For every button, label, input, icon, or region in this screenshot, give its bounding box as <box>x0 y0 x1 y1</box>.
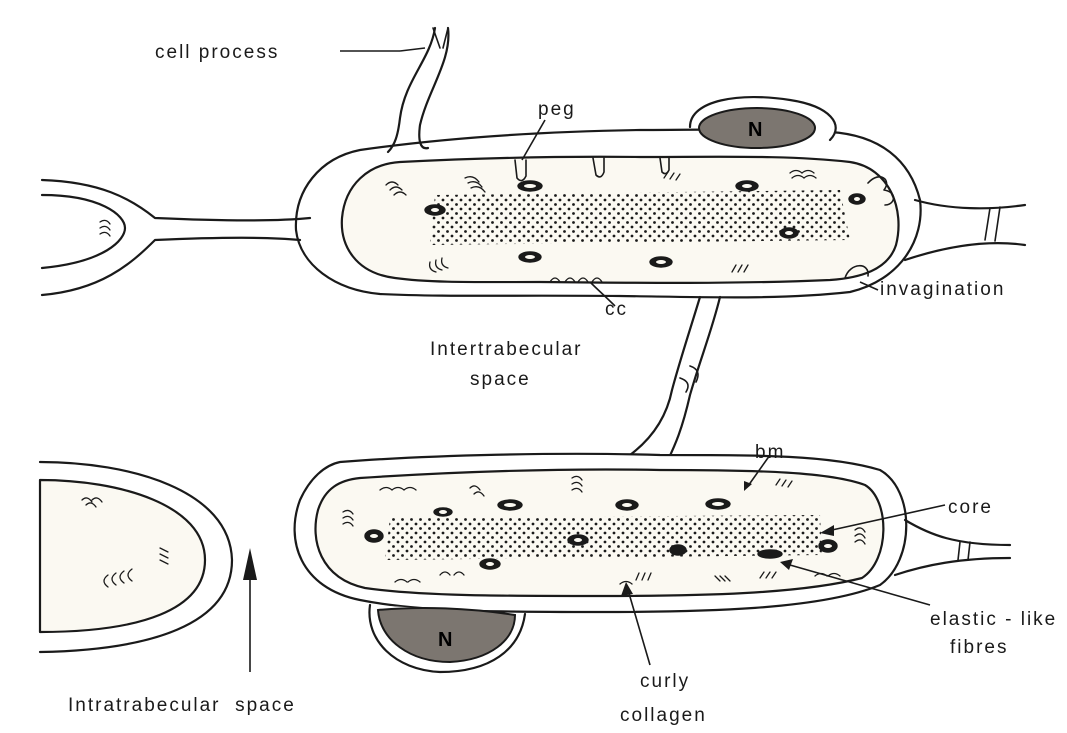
label-intratrabecular: Intratrabecular space <box>68 695 296 716</box>
nucleus-top-label: N <box>748 119 762 141</box>
upper-left-process <box>42 180 310 220</box>
label-curly: curly <box>640 671 690 692</box>
lower-left-cell <box>40 462 232 652</box>
label-intertrabecular-1: Intertrabecular <box>430 339 583 360</box>
upper-left-cell <box>42 195 125 268</box>
upper-right-process <box>915 200 1025 208</box>
connecting-process <box>630 297 700 455</box>
label-core: core <box>948 497 993 518</box>
label-intertrabecular-2: space <box>470 369 531 390</box>
label-invagination: invagination <box>880 279 1005 300</box>
label-collagen: collagen <box>620 705 707 726</box>
label-cc: cc <box>605 299 628 320</box>
cell-process <box>388 28 435 152</box>
upper-trabecula <box>42 28 1025 460</box>
label-elastic-2: fibres <box>950 637 1008 658</box>
intratrabecular-arrowhead <box>243 548 257 580</box>
label-bm: bm <box>755 442 785 463</box>
lower-trabecula <box>295 454 1010 672</box>
label-peg: peg <box>538 99 576 120</box>
label-cell-process: cell process <box>155 42 279 63</box>
lower-right-process <box>905 520 1010 545</box>
nucleus-bottom-label: N <box>438 629 452 651</box>
label-elastic-1: elastic - like <box>930 609 1057 630</box>
lower-dotted-core <box>385 515 822 560</box>
